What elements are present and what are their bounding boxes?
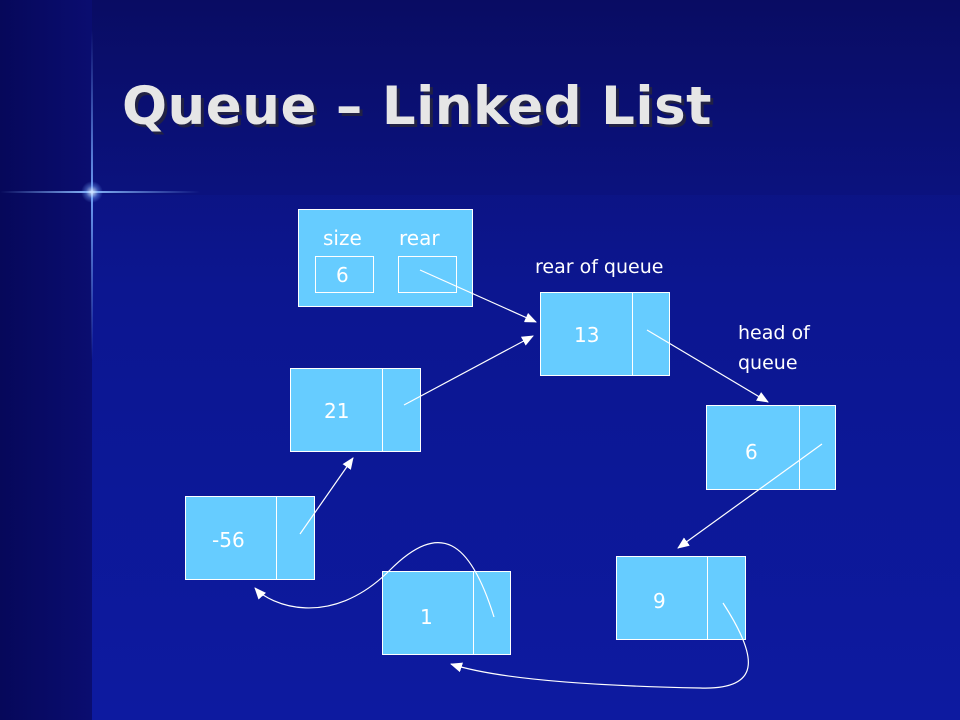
flare-glow [81, 181, 103, 203]
node-13-value: 13 [574, 323, 600, 347]
node-minus-56-value: -56 [212, 528, 245, 552]
top-background-band [92, 0, 960, 195]
slide-title: Queue – Linked List [122, 76, 712, 137]
head-of-queue-line2: queue [738, 352, 798, 374]
node-9-value: 9 [653, 589, 666, 613]
node-21-value: 21 [324, 399, 350, 423]
arrow-1-to-minus-56 [254, 542, 495, 618]
size-value: 6 [336, 263, 349, 287]
rear-label: rear [399, 226, 440, 250]
node-9: 9 [616, 556, 746, 640]
node-1-value: 1 [420, 605, 433, 629]
arrow-13-to-6 [646, 329, 769, 403]
head-of-queue-label: head of queue [738, 318, 810, 378]
node-minus-56-divider [276, 497, 277, 579]
arrow-6-to-9 [677, 443, 823, 549]
rear-pointer-field [398, 256, 457, 293]
node-13: 13 [540, 292, 670, 376]
node-9-divider [707, 557, 708, 639]
arrow-rear-to-13 [419, 269, 537, 323]
node-21: 21 [290, 368, 421, 452]
node-13-divider [632, 293, 633, 375]
left-background-band [0, 0, 92, 720]
node-minus-56: -56 [185, 496, 315, 580]
arrow-21-to-13 [403, 335, 534, 406]
head-of-queue-line1: head of [738, 322, 810, 344]
arrow-9-to-1 [450, 602, 749, 689]
size-label: size [323, 226, 362, 250]
node-6-value: 6 [745, 440, 758, 464]
node-1-divider [473, 572, 474, 654]
node-21-divider [382, 369, 383, 451]
node-6: 6 [706, 405, 836, 490]
node-1: 1 [382, 571, 511, 655]
queue-header-box: size rear 6 [298, 209, 473, 307]
node-6-divider [799, 406, 800, 489]
arrow-minus-56-to-21 [299, 457, 354, 535]
size-field: 6 [315, 256, 374, 293]
rear-of-queue-label: rear of queue [535, 256, 664, 278]
